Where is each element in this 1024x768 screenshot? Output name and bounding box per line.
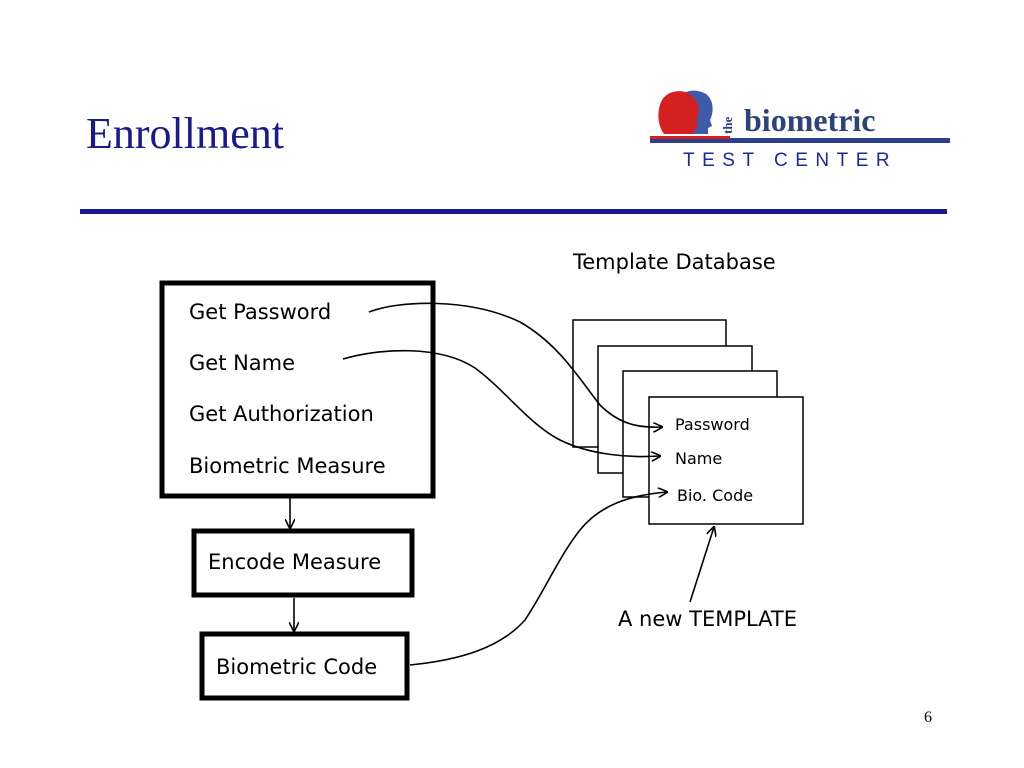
logo-head-front xyxy=(658,91,699,134)
template-field-bio-code: Bio. Code xyxy=(677,486,754,505)
title-rule xyxy=(80,209,947,214)
arrow-new-template xyxy=(689,527,714,603)
step-get-authorization: Get Authorization xyxy=(189,402,374,426)
logo-underline-red xyxy=(650,136,730,139)
two-heads-icon xyxy=(650,90,950,143)
template-field-name: Name xyxy=(675,449,723,468)
template-page-new xyxy=(648,396,804,525)
steps-box xyxy=(159,280,436,499)
step-get-name: Get Name xyxy=(189,351,296,375)
template-database-label: Template Database xyxy=(573,250,776,274)
encode-box xyxy=(191,528,415,598)
code-box xyxy=(199,631,410,701)
biometric-test-center-logo: the biometric TEST CENTER xyxy=(650,82,955,182)
slide-title: Enrollment xyxy=(86,109,284,158)
slide-number: 6 xyxy=(924,709,932,726)
connector-password xyxy=(368,302,662,427)
logo-bar xyxy=(650,138,950,143)
connector-name xyxy=(342,349,660,457)
encode-measure-label: Encode Measure xyxy=(208,550,382,574)
connector-bio-code xyxy=(409,492,667,666)
logo-wordmark: biometric xyxy=(744,102,876,138)
biometric-code-label: Biometric Code xyxy=(216,655,378,679)
logo-subtitle: TEST CENTER xyxy=(683,150,898,171)
template-field-password: Password xyxy=(675,415,750,434)
step-get-password: Get Password xyxy=(189,300,332,324)
new-template-label: A new TEMPLATE xyxy=(618,607,798,631)
step-biometric-measure: Biometric Measure xyxy=(189,454,386,478)
